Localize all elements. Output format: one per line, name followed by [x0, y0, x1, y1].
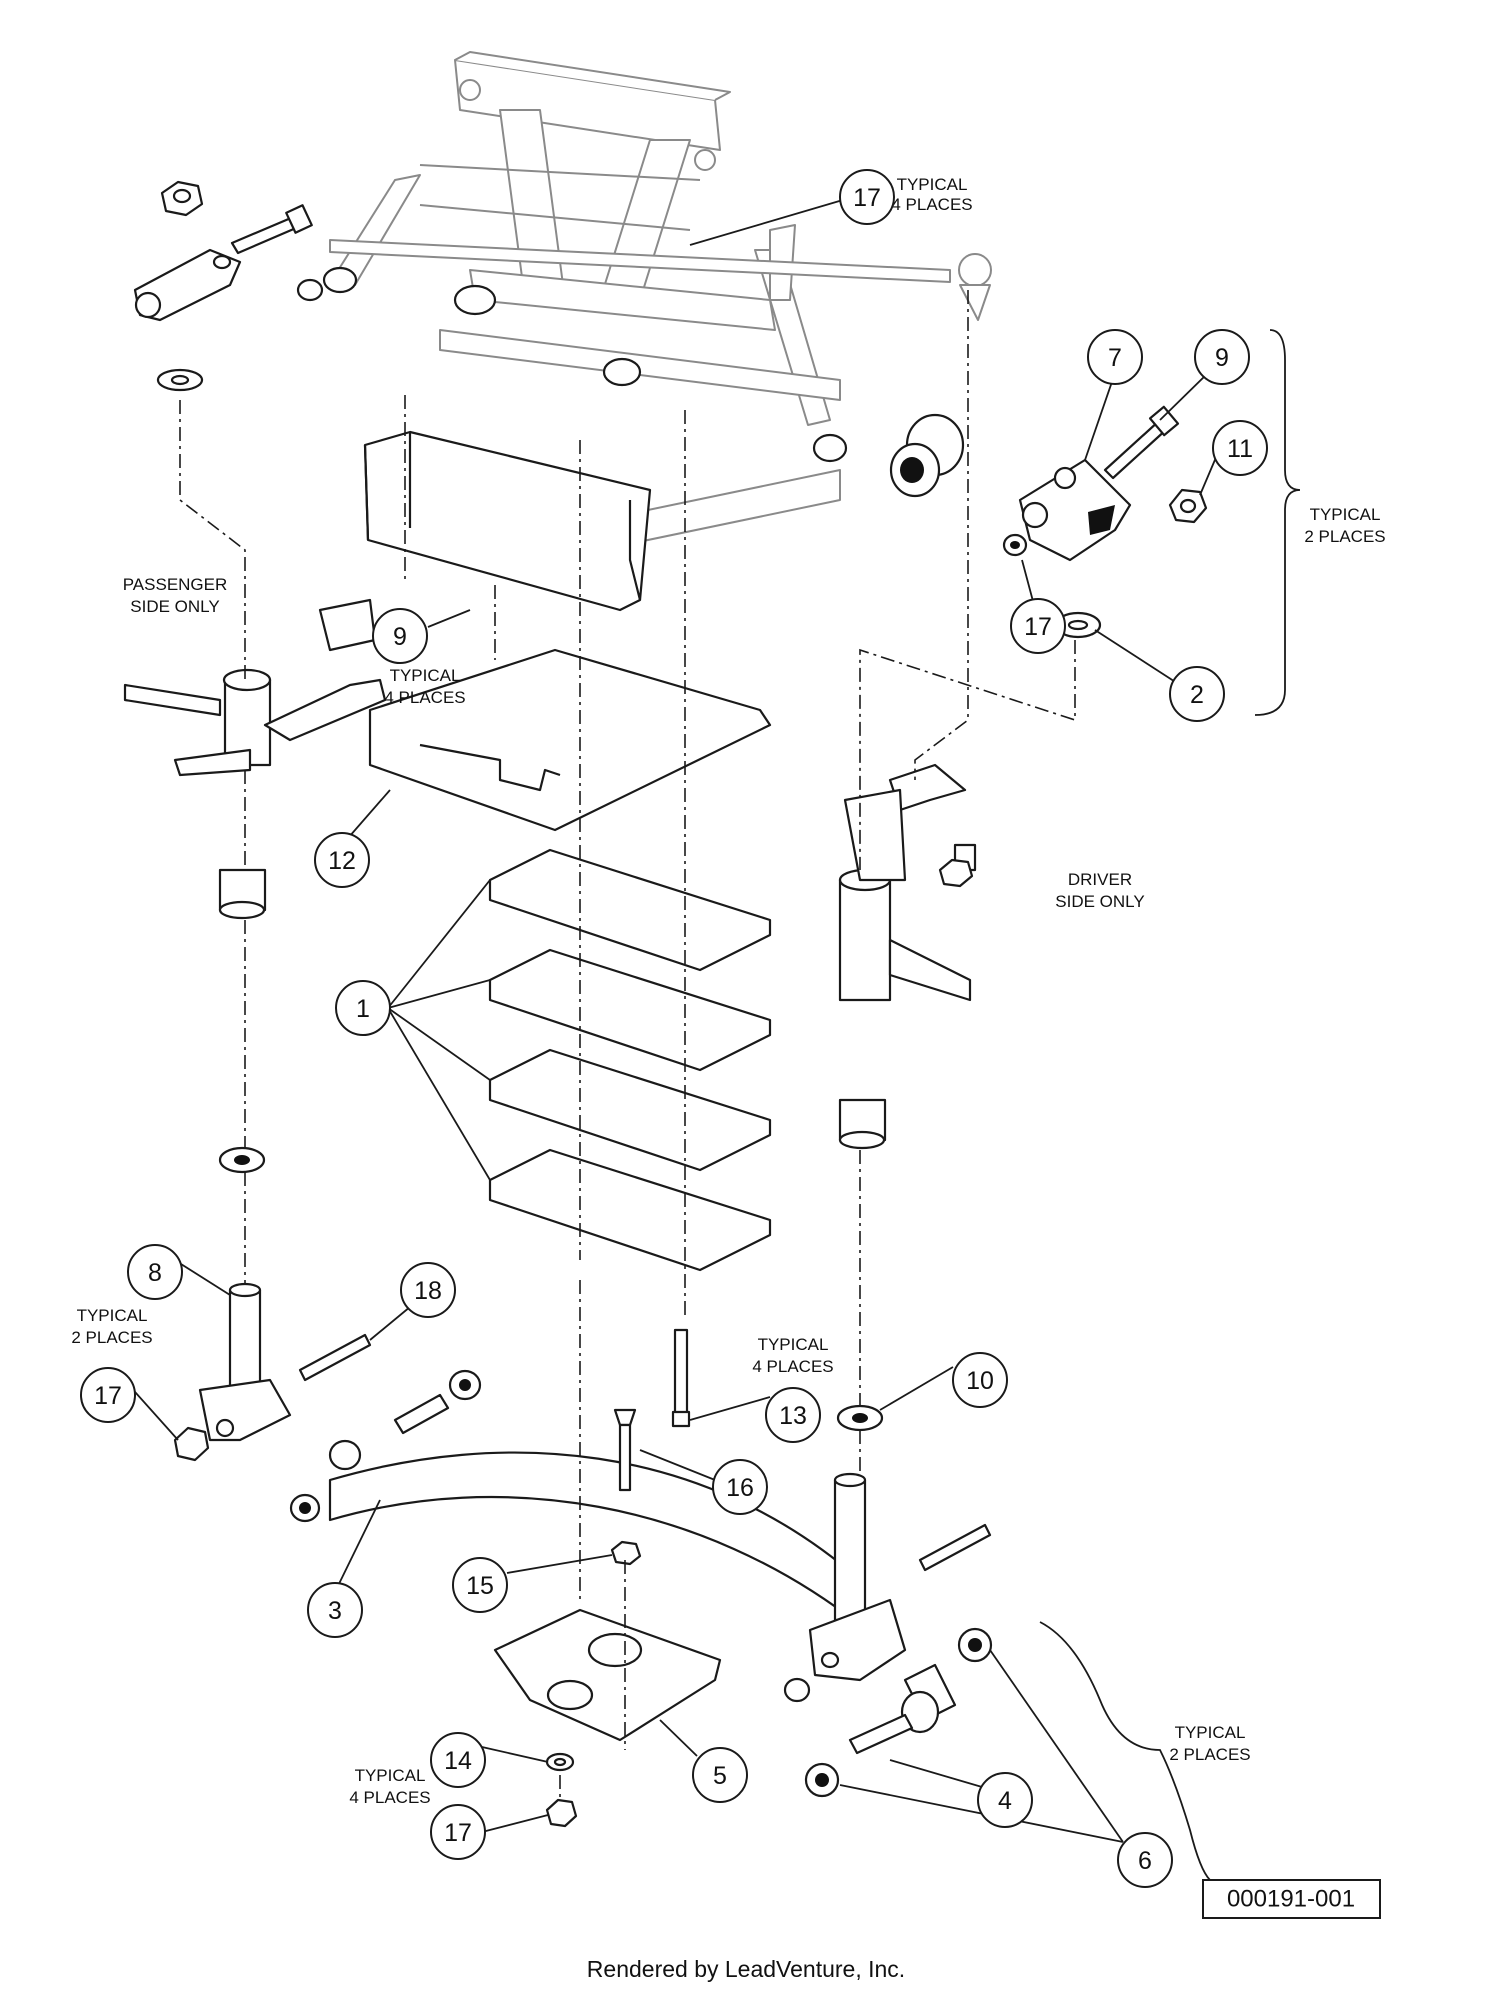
svg-text:5: 5	[713, 1762, 727, 1790]
svg-text:7: 7	[1108, 344, 1122, 372]
svg-text:TYPICAL: TYPICAL	[758, 1335, 829, 1354]
shim-plate-12	[368, 648, 772, 832]
drawing-number-box: 000191-001	[1202, 1879, 1381, 1919]
svg-text:1: 1	[356, 995, 370, 1023]
svg-text:11: 11	[1227, 435, 1253, 463]
note-typical-2-places-bushing: TYPICAL 2 PLACES	[1169, 1723, 1250, 1764]
svg-text:18: 18	[414, 1277, 442, 1305]
svg-text:17: 17	[444, 1819, 472, 1847]
callout-5: 5	[692, 1747, 748, 1803]
upper-left-mount-parts	[133, 180, 313, 392]
note-typical-4-places-bolt13: TYPICAL 4 PLACES	[752, 1335, 833, 1376]
callout-7: 7	[1087, 329, 1143, 385]
svg-text:15: 15	[466, 1572, 494, 1600]
note-typical-2-places-right: TYPICAL 2 PLACES	[1304, 505, 1385, 546]
callout-12: 12	[314, 832, 370, 888]
svg-text:TYPICAL: TYPICAL	[77, 1306, 148, 1325]
callout-10: 10	[952, 1352, 1008, 1408]
svg-text:TYPICAL: TYPICAL	[1175, 1723, 1246, 1742]
callout-18: 18	[400, 1262, 456, 1318]
svg-text:SIDE ONLY: SIDE ONLY	[130, 597, 219, 616]
callout-4: 4	[977, 1772, 1033, 1828]
clamp-plate-5	[493, 1608, 722, 1742]
svg-text:17: 17	[853, 184, 881, 212]
svg-text:TYPICAL: TYPICAL	[1310, 505, 1381, 524]
spindle-bushings	[218, 868, 887, 1150]
callout-17-top: 17	[839, 169, 895, 225]
callout-14: 14	[430, 1732, 486, 1788]
svg-text:DRIVER: DRIVER	[1068, 870, 1132, 889]
note-driver-side-only: DRIVER SIDE ONLY	[1055, 870, 1144, 911]
note-passenger-side-only: PASSENGER SIDE ONLY	[123, 575, 228, 616]
note-typical-4-places-bolt9: TYPICAL 4 PLACES	[384, 666, 465, 707]
svg-text:10: 10	[966, 1367, 994, 1395]
svg-text:16: 16	[726, 1474, 754, 1502]
frame-bushings	[296, 266, 848, 463]
svg-text:TYPICAL: TYPICAL	[390, 666, 461, 685]
note-typical-2-places-kingpin: TYPICAL 2 PLACES	[71, 1306, 152, 1347]
callout-3: 3	[307, 1582, 363, 1638]
callout-13: 13	[765, 1387, 821, 1443]
thrust-washers	[218, 1146, 884, 1432]
svg-text:SIDE ONLY: SIDE ONLY	[1055, 892, 1144, 911]
callout-11: 11	[1212, 420, 1268, 476]
right-shock-bracket-parts	[889, 405, 1208, 639]
svg-text:14: 14	[444, 1747, 472, 1775]
callout-9-left: 9	[372, 608, 428, 664]
assembly-centerlines	[179, 290, 1076, 1800]
svg-text:2 PLACES: 2 PLACES	[71, 1328, 152, 1347]
svg-text:9: 9	[393, 623, 407, 651]
footer-credit: Rendered by LeadVenture, Inc.	[587, 1956, 905, 1982]
svg-text:4 PLACES: 4 PLACES	[384, 688, 465, 707]
callout-8: 8	[127, 1244, 183, 1300]
frame-context	[329, 51, 992, 551]
svg-text:13: 13	[779, 1402, 807, 1430]
callout-1: 1	[335, 980, 391, 1036]
svg-text:9: 9	[1215, 344, 1229, 372]
svg-text:PASSENGER: PASSENGER	[123, 575, 228, 594]
center-bolts	[610, 1328, 691, 1566]
note-typical-4-places-top: TYPICAL 4 PLACES	[891, 175, 972, 214]
svg-text:TYPICAL: TYPICAL	[355, 1766, 426, 1785]
bottom-hardware	[545, 1752, 578, 1828]
king-pin-left	[173, 1282, 372, 1462]
svg-text:6: 6	[1138, 1847, 1152, 1875]
svg-text:4 PLACES: 4 PLACES	[891, 195, 972, 214]
svg-text:Rendered by LeadVenture, Inc.: Rendered by LeadVenture, Inc.	[587, 1956, 905, 1982]
svg-text:17: 17	[94, 1382, 122, 1410]
svg-text:000191-001: 000191-001	[1227, 1886, 1355, 1913]
callout-17-right: 17	[1010, 598, 1066, 654]
passenger-spindle	[123, 598, 387, 777]
callout-17-bottom: 17	[430, 1804, 486, 1860]
svg-text:2 PLACES: 2 PLACES	[1169, 1745, 1250, 1764]
king-pin-right	[783, 1472, 993, 1798]
callout-16: 16	[712, 1459, 768, 1515]
callout-15: 15	[452, 1557, 508, 1613]
svg-text:12: 12	[328, 847, 356, 875]
callout-9-right: 9	[1194, 329, 1250, 385]
svg-text:3: 3	[328, 1597, 342, 1625]
driver-spindle	[838, 763, 977, 1002]
svg-text:4: 4	[998, 1787, 1012, 1815]
axle-mount-bracket	[363, 430, 652, 612]
svg-text:17: 17	[1024, 613, 1052, 641]
svg-text:2 PLACES: 2 PLACES	[1304, 527, 1385, 546]
svg-text:TYPICAL: TYPICAL	[897, 175, 968, 194]
svg-text:4 PLACES: 4 PLACES	[349, 1788, 430, 1807]
svg-text:8: 8	[148, 1259, 162, 1287]
leaf-plates-1	[488, 848, 772, 1272]
note-typical-4-places-washer14: TYPICAL 4 PLACES	[349, 1766, 430, 1807]
callout-2: 2	[1169, 666, 1225, 722]
callout-6: 6	[1117, 1832, 1173, 1888]
svg-text:4 PLACES: 4 PLACES	[752, 1357, 833, 1376]
svg-text:2: 2	[1190, 681, 1204, 709]
callout-17-left: 17	[80, 1367, 136, 1423]
